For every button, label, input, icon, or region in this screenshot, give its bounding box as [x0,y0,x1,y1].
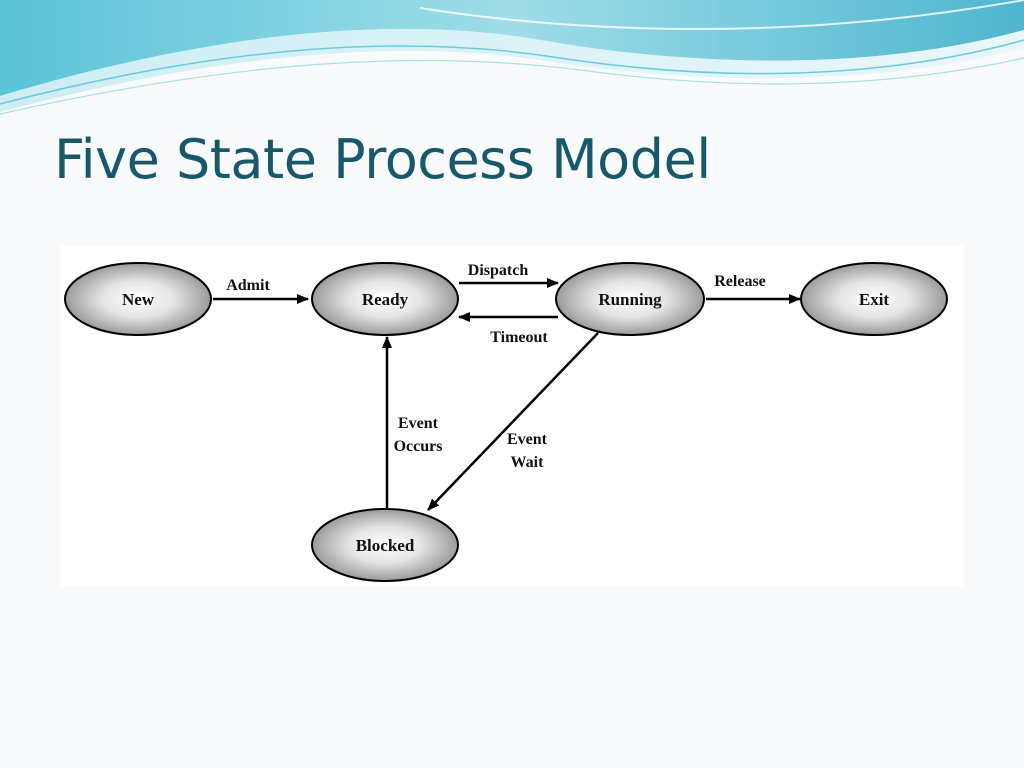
edge-event-wait [427,332,599,511]
page-title: Five State Process Model [54,128,711,191]
state-node-exit: Exit [800,262,948,336]
wave-line-1 [0,39,1024,105]
edge-label-event-wait-line1: Event [507,431,548,448]
state-label-new: New [122,290,155,309]
state-label-exit: Exit [859,290,890,309]
state-node-blocked: Blocked [311,508,459,582]
edge-label-dispatch: Dispatch [468,262,529,279]
process-state-diagram: New Ready Running Exit Blocked Admit Dis… [60,245,964,587]
state-node-ready: Ready [311,262,459,336]
state-label-running: Running [598,290,662,309]
header-wave-decoration [0,0,1024,115]
edge-label-timeout: Timeout [490,329,548,346]
wave-band-top [0,0,1024,96]
state-label-ready: Ready [362,290,409,309]
state-node-running: Running [555,262,705,336]
edge-label-event-wait-line2: Wait [511,454,545,471]
state-label-blocked: Blocked [356,536,415,555]
edge-label-release: Release [714,273,766,290]
wave-line-2 [0,57,1024,115]
diagram-canvas: New Ready Running Exit Blocked Admit Dis… [64,262,948,582]
wave-line-3 [419,0,1024,31]
wave-band-light [0,29,1024,112]
edge-label-event-occurs-line2: Occurs [394,438,443,455]
edge-label-admit: Admit [226,277,270,294]
edge-label-event-occurs-line1: Event [398,415,439,432]
state-node-new: New [64,262,212,336]
